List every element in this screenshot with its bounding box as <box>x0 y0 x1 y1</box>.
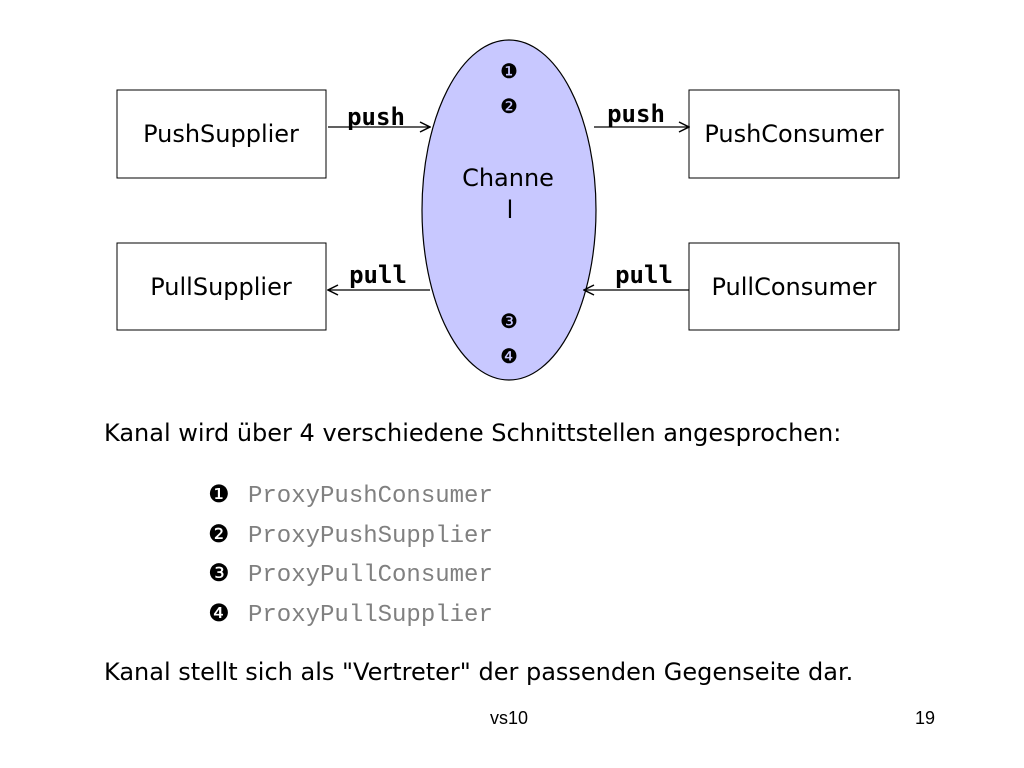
marker-3: ❸ <box>500 309 518 333</box>
push-label-right: push <box>607 100 665 128</box>
pull-consumer-label: PullConsumer <box>712 273 877 301</box>
pull-label-left: pull <box>349 261 407 289</box>
marker-2: ❷ <box>500 94 518 118</box>
pull-supplier-label: PullSupplier <box>150 273 292 301</box>
interface-item: ❷ ProxyPushSupplier <box>208 516 493 556</box>
push-consumer-label: PushConsumer <box>704 120 883 148</box>
channel-label-line1: Channe <box>462 164 554 192</box>
pull-label-right: pull <box>615 261 673 289</box>
interface-item: ❶ ProxyPushConsumer <box>208 476 493 516</box>
footer-label: vs10 <box>490 708 529 728</box>
pull-consumer-box <box>688 242 900 331</box>
outro-text: Kanal stellt sich als "Vertreter" der pa… <box>104 658 854 686</box>
interface-number: ❷ <box>208 519 230 548</box>
page-number: 19 <box>915 708 936 728</box>
push-supplier-box <box>116 89 327 179</box>
interface-number: ❹ <box>208 598 230 627</box>
marker-1: ❶ <box>500 59 518 83</box>
interface-item: ❹ ProxyPullSupplier <box>208 595 493 635</box>
interface-name: ProxyPushSupplier <box>248 522 493 550</box>
intro-text: Kanal wird über 4 verschiedene Schnittst… <box>104 419 842 447</box>
push-supplier-label: PushSupplier <box>143 120 299 148</box>
interface-number: ❶ <box>208 480 230 508</box>
interface-name: ProxyPullSupplier <box>248 601 493 629</box>
push-consumer-box <box>688 89 900 179</box>
event-channel-diagram: Channe l ❶ ❷ ❸ ❹ PushSupplier PushConsum… <box>116 39 900 381</box>
interface-item: ❸ ProxyPullConsumer <box>208 555 493 595</box>
interface-name: ProxyPushConsumer <box>248 483 493 510</box>
interface-name: ProxyPullConsumer <box>248 562 493 589</box>
pull-supplier-box <box>116 242 327 331</box>
interface-number: ❸ <box>208 559 230 587</box>
push-label-left: push <box>347 103 405 131</box>
marker-4: ❹ <box>500 344 518 368</box>
channel-label-line2: l <box>507 196 514 224</box>
channel-ellipse <box>421 39 597 381</box>
